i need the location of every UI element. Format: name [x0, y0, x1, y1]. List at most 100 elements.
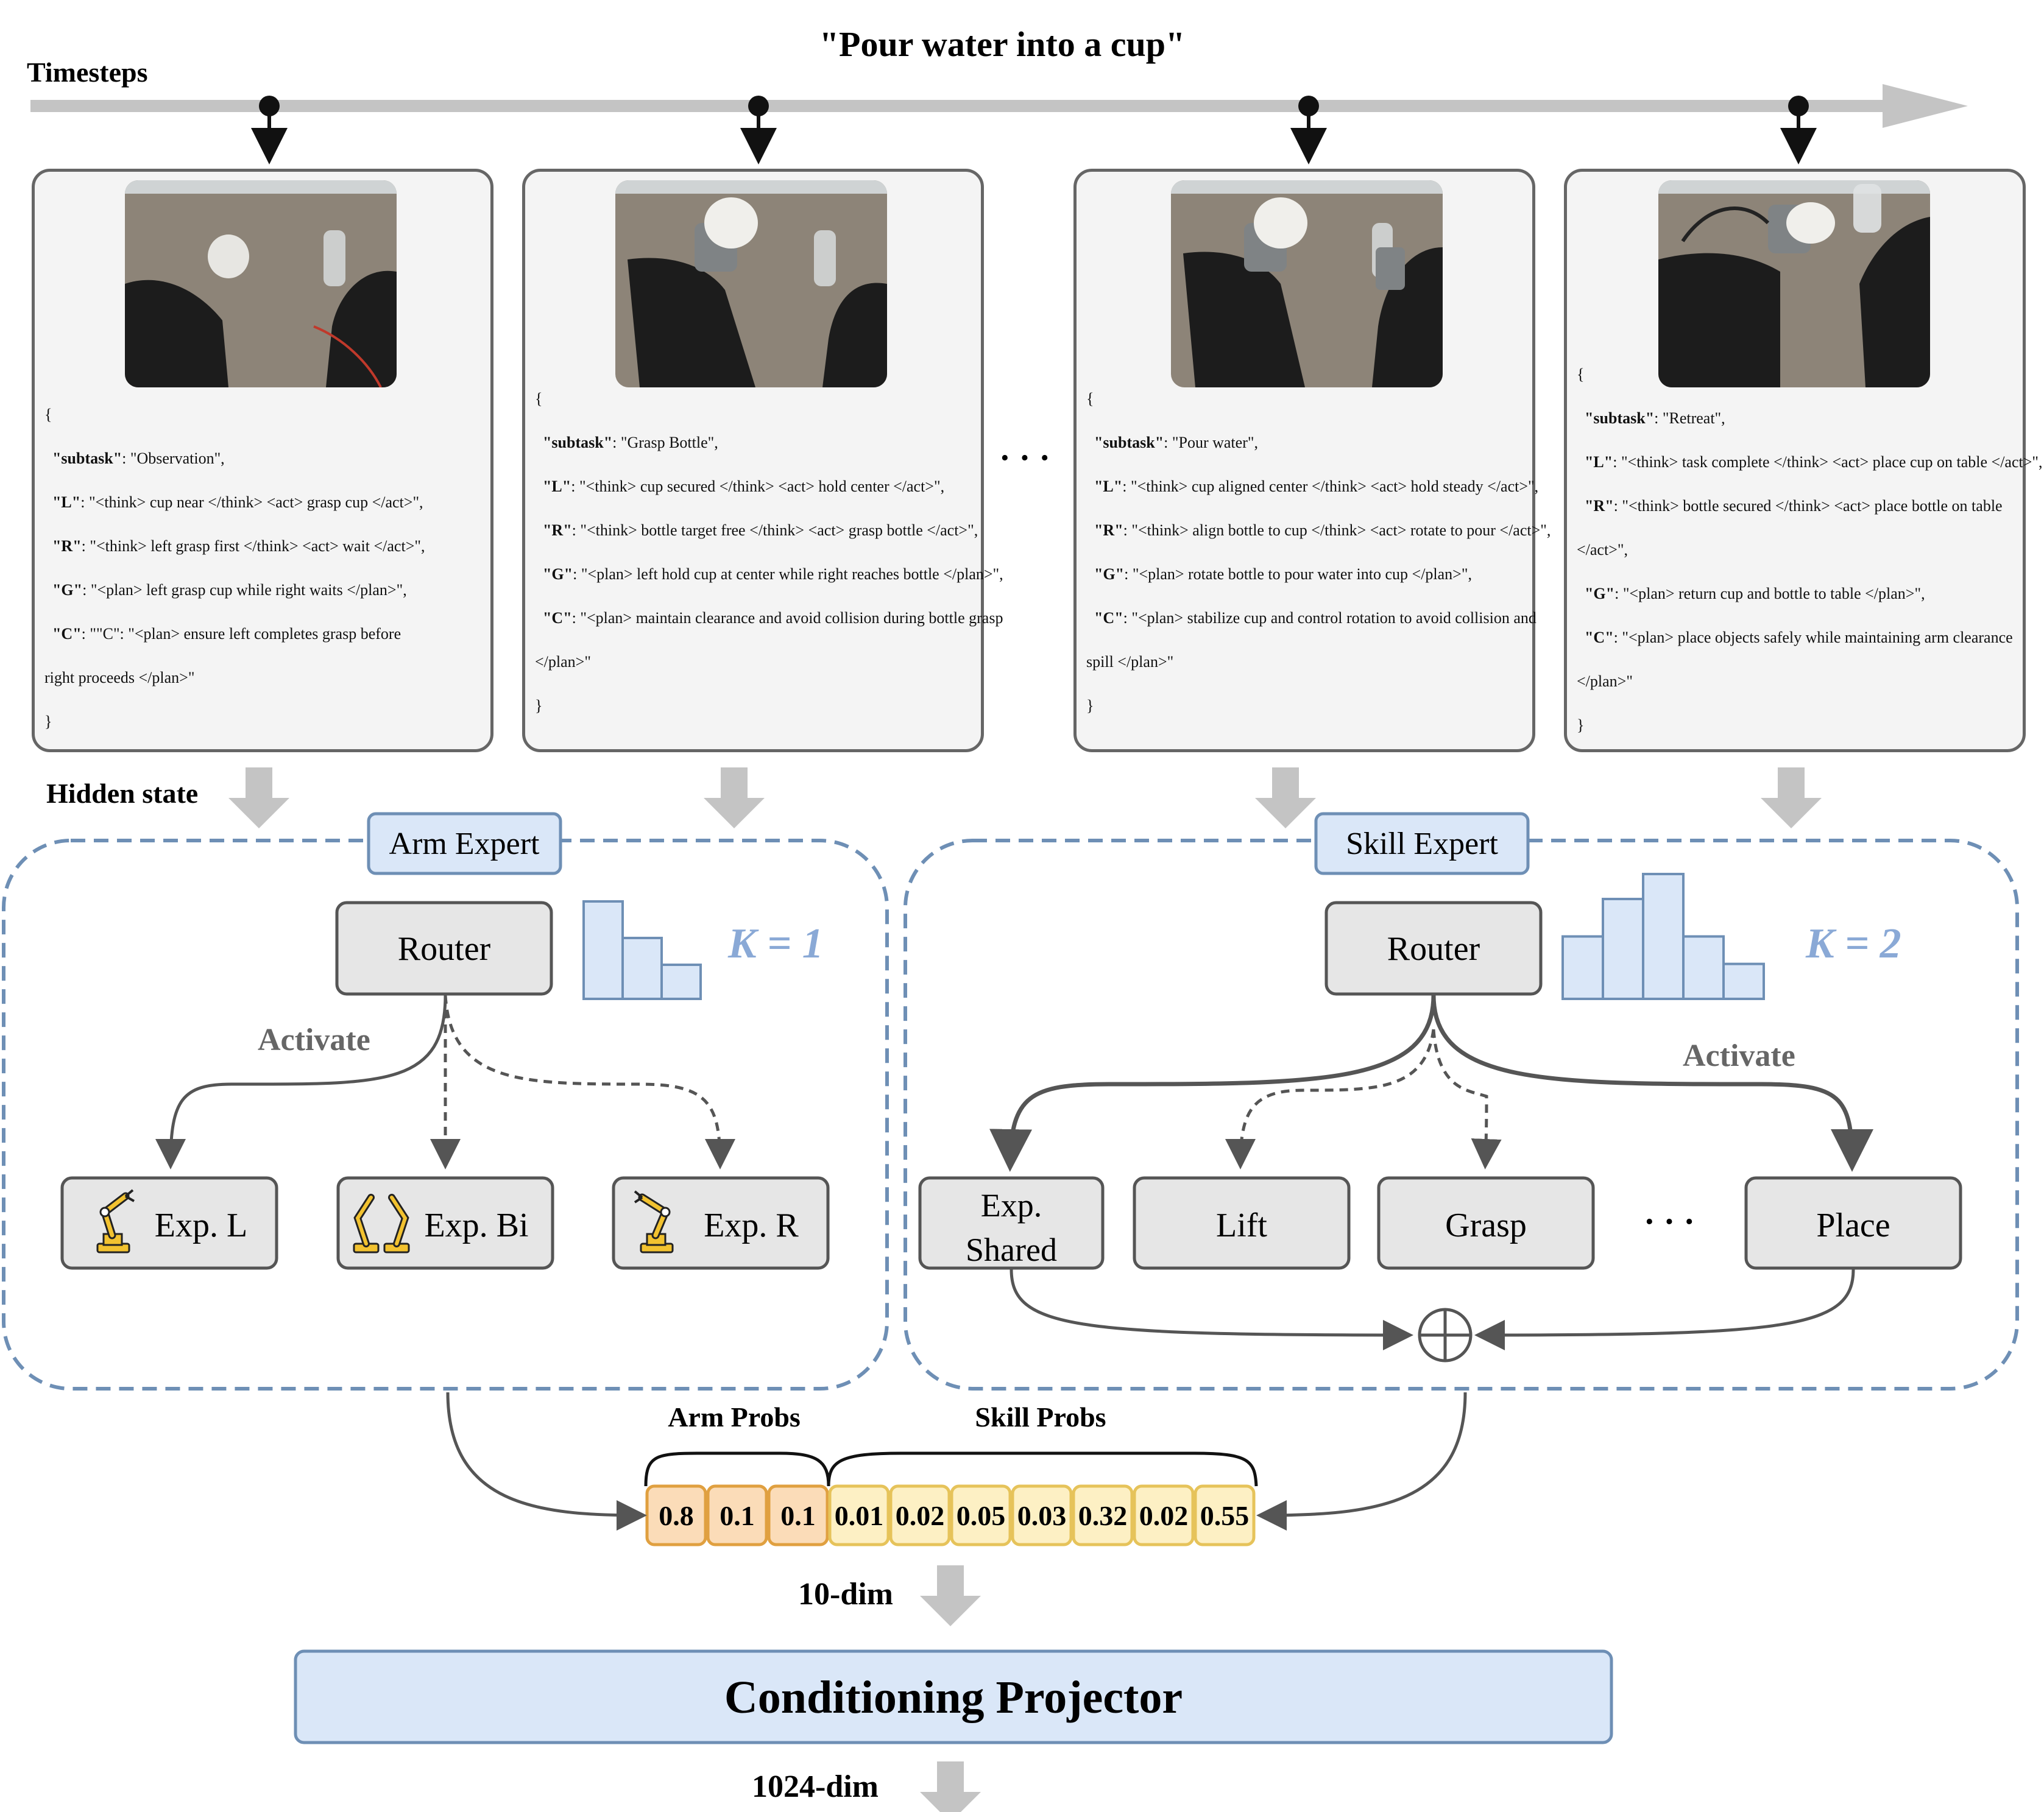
code-line: "G": "<plan> left hold cup at center whi… [535, 565, 1003, 583]
timestep-markers [251, 96, 1817, 164]
timestep-card-3: { "subtask": "Pour water", "L": "<think>… [1073, 169, 1551, 752]
code-key: "R" [543, 521, 572, 539]
code-line: "C": "<plan> stabilize cup and control r… [1086, 609, 1537, 627]
code-line: "L": "<think> task complete </think> <ac… [1577, 453, 2043, 471]
code-value: : "<plan> place objects safely while mai… [1613, 629, 2013, 646]
code-key: "G" [52, 581, 83, 599]
skill-merge [1010, 1269, 1855, 1363]
code-line: "C": "<plan> maintain clearance and avoi… [535, 609, 1003, 627]
code-line: right proceeds </plan>" [44, 669, 195, 686]
code-value: : "<think> align bottle to cup </think> … [1123, 521, 1551, 539]
arm-to-probs-edge [446, 1392, 647, 1531]
router-bar [582, 900, 624, 1000]
svg-text:Exp. Bi: Exp. Bi [424, 1207, 528, 1244]
skill-expert-title: Skill Expert [1346, 827, 1498, 861]
svg-text:Place: Place [1816, 1207, 1890, 1244]
router-bar [621, 937, 663, 1000]
robot-arm-icon-right [634, 1190, 674, 1253]
code-key: "C" [1094, 609, 1123, 627]
code-value: : "Grasp Bottle", [612, 434, 718, 451]
prob-value: 0.1 [720, 1500, 755, 1531]
code-line: "subtask": "Grasp Bottle", [535, 434, 975, 452]
code-key: "subtask" [543, 434, 613, 451]
code-value: : "<think> left grasp first </think> <ac… [81, 537, 425, 555]
code-line: "R": "<think> bottle target free </think… [535, 521, 978, 540]
prob-cell [1072, 1484, 1134, 1546]
svg-text:Shared: Shared [966, 1232, 1057, 1268]
prob-value: 0.01 [835, 1500, 884, 1531]
code-line: "subtask": "Observation", [44, 449, 484, 468]
code-line: "L": "<think> cup aligned center </think… [1086, 478, 1538, 496]
timestep-card-1: { "subtask": "Observation", "L" : "<think… [32, 169, 493, 752]
robot-scene-image-2 [615, 180, 887, 387]
code-key: "C" [52, 625, 82, 643]
skill-router-label: Router [1387, 930, 1480, 968]
arm-router-label: Router [398, 930, 491, 968]
router-bar [1642, 873, 1685, 1000]
code-line: "C": ""C": "<plan> ensure left completes… [44, 625, 484, 643]
conditioning-projector-box [294, 1649, 1613, 1744]
code-line: "R": "<think> bottle secured </think> <a… [1577, 497, 2017, 515]
code-value: : "<plan> stabilize cup and control rota… [1123, 609, 1537, 627]
prob-value: 0.02 [896, 1500, 945, 1531]
skill-routing-edges [989, 995, 1873, 1172]
code-line: } [1086, 697, 1094, 714]
robot-arm-icon-left [96, 1189, 135, 1253]
svg-text:· · ·: · · · [1644, 1203, 1695, 1241]
code-line: "R": "<think> left grasp first </think> … [44, 537, 484, 555]
code-value: : "Retreat", [1654, 409, 1725, 427]
code-key: "G" [1094, 565, 1125, 583]
code-line: "G": "<plan> rotate bottle to pour water… [1086, 565, 1526, 583]
timesteps-label: Timesteps [27, 57, 148, 88]
dual-robot-arm-icon [353, 1194, 410, 1253]
code-value: : "<think> cup aligned center </think> <… [1122, 478, 1539, 495]
code-value: : "<plan> left grasp cup while right wai… [82, 581, 407, 599]
arm-router-box [335, 901, 553, 996]
arm-activate-label: Activate [258, 1023, 370, 1057]
code-key: "subtask" [1585, 409, 1655, 427]
ten-dim-label: 10-dim [798, 1577, 893, 1612]
code-value: : "<think> task complete </think> <act> … [1613, 453, 2043, 471]
code-line: "L": "<think> cup secured </think> <act>… [535, 478, 975, 496]
skill-activate-label: Activate [1683, 1038, 1795, 1073]
code-key: "L" [1585, 453, 1613, 471]
arm-routing-edges [155, 995, 735, 1169]
hidden-state-label: Hidden state [46, 778, 198, 809]
prob-value: 0.1 [780, 1500, 816, 1531]
router-bar [1682, 935, 1725, 1000]
prob-cell [1133, 1484, 1195, 1546]
prob-value: 0.55 [1200, 1500, 1250, 1531]
robot-scene-image-4 [1658, 180, 1930, 387]
code-key: "G" [1585, 585, 1615, 602]
code-line: } [44, 713, 52, 730]
prob-value: 0.8 [659, 1500, 694, 1531]
code-value: : "<plan> maintain clearance and avoid c… [571, 609, 1003, 627]
arm-router-bars [582, 900, 702, 1000]
code-line: { [535, 390, 543, 407]
code-key: "R" [1094, 521, 1123, 539]
code-key: "subtask" [52, 449, 122, 467]
code-line: "G": "<plan> return cup and bottle to ta… [1577, 585, 2017, 603]
code-line: { [1086, 390, 1094, 407]
code-line: } [535, 697, 543, 714]
code-line: </plan>" [1577, 672, 1633, 690]
code-value: : "<think> bottle target free </think> <… [571, 521, 978, 539]
code-value: : ""C": "<plan> ensure left completes gr… [81, 625, 401, 643]
code-key: "L" [52, 493, 81, 511]
arm-expert-title: Arm Expert [389, 827, 540, 861]
code-value: : "<think> cup secured </think> <act> ho… [571, 478, 945, 495]
svg-text:Exp. R: Exp. R [704, 1207, 799, 1244]
timeline-arrow [30, 84, 1968, 128]
prob-value: 0.02 [1139, 1500, 1189, 1531]
hidden-state-arrow-2 [704, 767, 765, 828]
prob-cell [1011, 1484, 1073, 1546]
skill-experts: Exp. Shared Lift Grasp · · · Place [918, 1176, 1962, 1270]
big-dim-label: 1024-dim [752, 1769, 879, 1804]
code-line: { [44, 406, 52, 423]
conditioning-projector-label: Conditioning Projector [724, 1672, 1183, 1723]
code-line: </act>", [1577, 541, 1628, 559]
prob-value: 0.03 [1017, 1500, 1067, 1531]
skill-k-label: K = 2 [1805, 920, 1901, 967]
arm-k-label: K = 1 [727, 920, 824, 967]
